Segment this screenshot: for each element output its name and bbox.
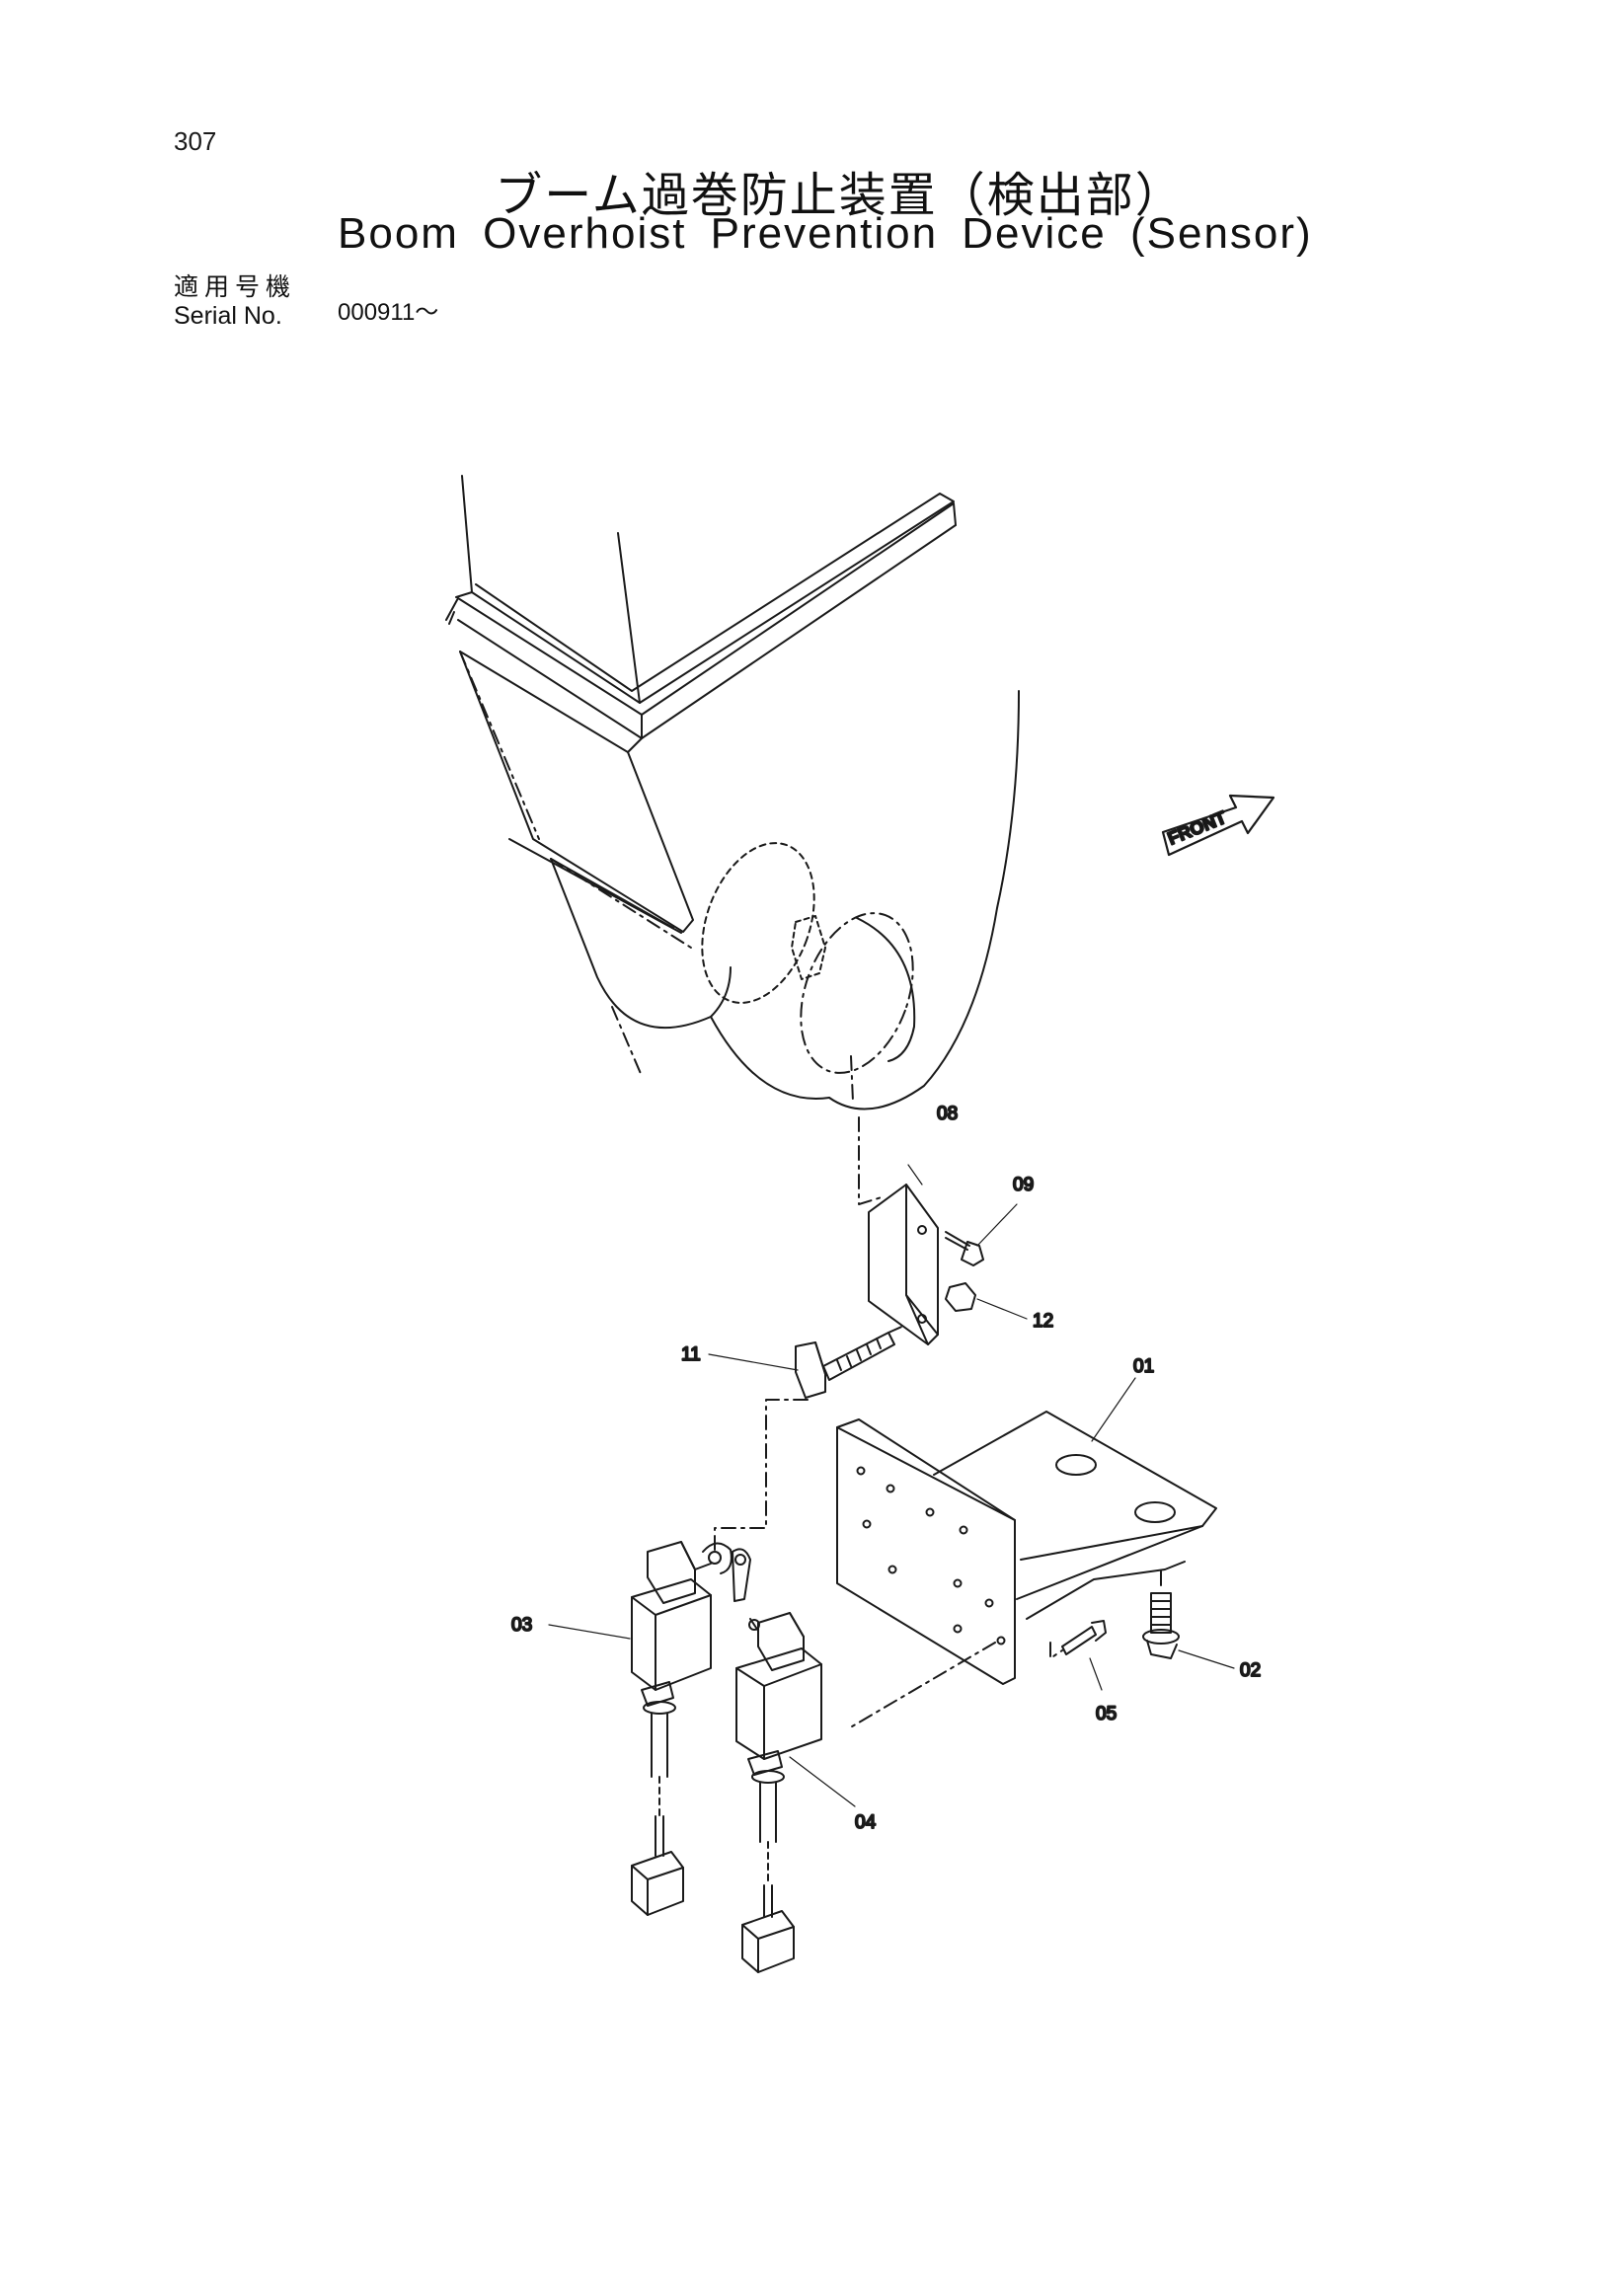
- title-japanese: ブーム過巻防止装置（検出部）: [495, 168, 1185, 223]
- part-08-bracket: [858, 1116, 939, 1345]
- boom-drawing: [445, 475, 1020, 1110]
- callout-05: 05: [1096, 1704, 1117, 1724]
- callout-11: 11: [681, 1344, 701, 1365]
- callout-09: 09: [1013, 1175, 1034, 1195]
- callout-02: 02: [1240, 1660, 1261, 1681]
- page-number: 307: [174, 126, 217, 156]
- callout-08: 08: [937, 1104, 958, 1124]
- part-01-main-bracket: [836, 1377, 1217, 1730]
- callout-01: 01: [1133, 1356, 1154, 1377]
- serial-label-english: Serial No.: [174, 302, 282, 330]
- part-04-limit-switch: [735, 1612, 856, 1973]
- part-05-bolt: [1049, 1620, 1107, 1691]
- part-11-lever: [708, 1324, 907, 1551]
- front-direction-arrow: FRONT: [1161, 794, 1275, 857]
- part-12-nut: [945, 1282, 1028, 1320]
- callout-03: 03: [511, 1615, 532, 1636]
- serial-label-block: 適用号機 Serial No.: [174, 272, 296, 330]
- serial-number-value: 000911～: [338, 299, 439, 326]
- part-02-bolt: [1142, 1570, 1235, 1669]
- callout-04: 04: [855, 1812, 877, 1833]
- serial-label-japanese: 適用号機: [174, 272, 297, 301]
- part-09-bolt: [945, 1203, 1018, 1266]
- title-english: Boom Overhoist Prevention Device (Sensor…: [338, 209, 1313, 258]
- part-03-limit-switch: [548, 1541, 751, 1916]
- callout-12: 12: [1033, 1311, 1053, 1332]
